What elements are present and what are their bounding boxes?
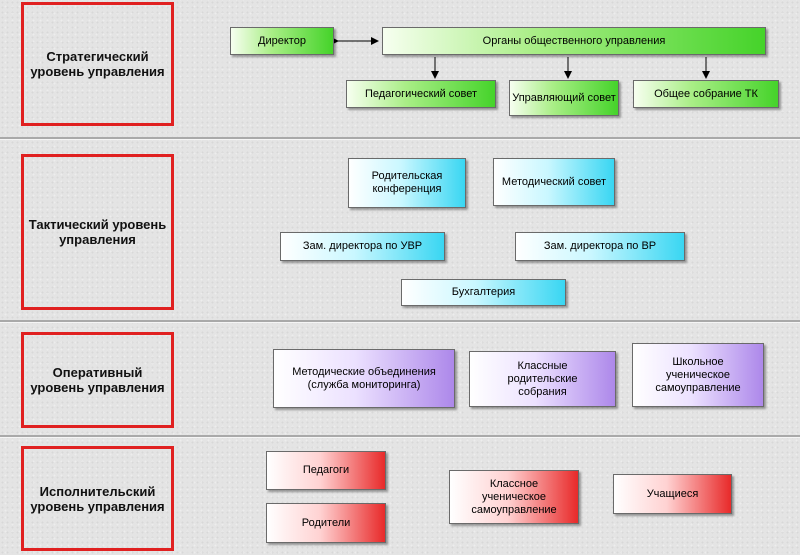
- level-label: Оперативный уровень управления: [30, 365, 165, 395]
- method-associations-box: Методические объединения (служба монитор…: [273, 349, 455, 408]
- methodical-council-label: Методический совет: [501, 175, 607, 188]
- level-tactical: Тактический уровень управления: [21, 154, 174, 310]
- class-self-government-box: Классное ученическое самоуправление: [449, 470, 579, 524]
- level-separator: [0, 435, 800, 438]
- director-label: Директор: [258, 34, 306, 47]
- class-parent-meetings-box: Классные родительские собрания: [469, 351, 616, 407]
- governing-council-box: Управляющий совет: [509, 80, 619, 116]
- class-self-government-label: Классное ученическое самоуправление: [471, 477, 557, 516]
- level-strategic: Стратегический уровень управления: [21, 2, 174, 126]
- method-associations-label: Методические объединения (служба монитор…: [292, 365, 436, 391]
- parent-conference-box: Родительская конференция: [348, 158, 466, 208]
- level-executive: Исполнительский уровень управления: [21, 446, 174, 551]
- parents-label: Родители: [301, 516, 351, 529]
- general-meeting-box: Общее собрание ТК: [633, 80, 779, 108]
- parent-conference-label: Родительская конференция: [371, 170, 443, 195]
- school-self-government-label: Школьное ученическое самоуправление: [655, 355, 741, 394]
- public-bodies-box: Органы общественного управления: [382, 27, 766, 55]
- methodical-council-box: Методический совет: [493, 158, 615, 206]
- deputy-uvr-box: Зам. директора по УВР: [280, 232, 445, 261]
- school-self-government-box: Школьное ученическое самоуправление: [632, 343, 764, 407]
- deputy-vr-label: Зам. директора по ВР: [543, 240, 657, 252]
- students-box: Учащиеся: [613, 474, 732, 514]
- students-label: Учащиеся: [646, 487, 699, 500]
- pedagogical-council-box: Педагогический совет: [346, 80, 496, 108]
- general-meeting-label: Общее собрание ТК: [654, 87, 758, 100]
- director-box: Директор: [230, 27, 334, 55]
- teachers-label: Педагоги: [302, 464, 350, 476]
- level-label: Исполнительский уровень управления: [30, 483, 165, 514]
- governing-council-label: Управляющий совет: [512, 91, 616, 104]
- teachers-box: Педагоги: [266, 451, 386, 490]
- public-bodies-label: Органы общественного управления: [482, 34, 666, 47]
- level-label: Тактический уровень управления: [28, 217, 167, 247]
- level-label: Стратегический уровень управления: [30, 49, 165, 79]
- pedagogical-council-label: Педагогический совет: [364, 87, 478, 100]
- accounting-box: Бухгалтерия: [401, 279, 566, 306]
- parents-box: Родители: [266, 503, 386, 543]
- level-operative: Оперативный уровень управления: [21, 332, 174, 428]
- class-parent-meetings-label: Классные родительские собрания: [507, 359, 578, 398]
- level-separator: [0, 320, 800, 323]
- deputy-vr-box: Зам. директора по ВР: [515, 232, 685, 261]
- level-separator: [0, 137, 800, 140]
- deputy-uvr-label: Зам. директора по УВР: [302, 240, 423, 252]
- accounting-label: Бухгалтерия: [451, 286, 516, 298]
